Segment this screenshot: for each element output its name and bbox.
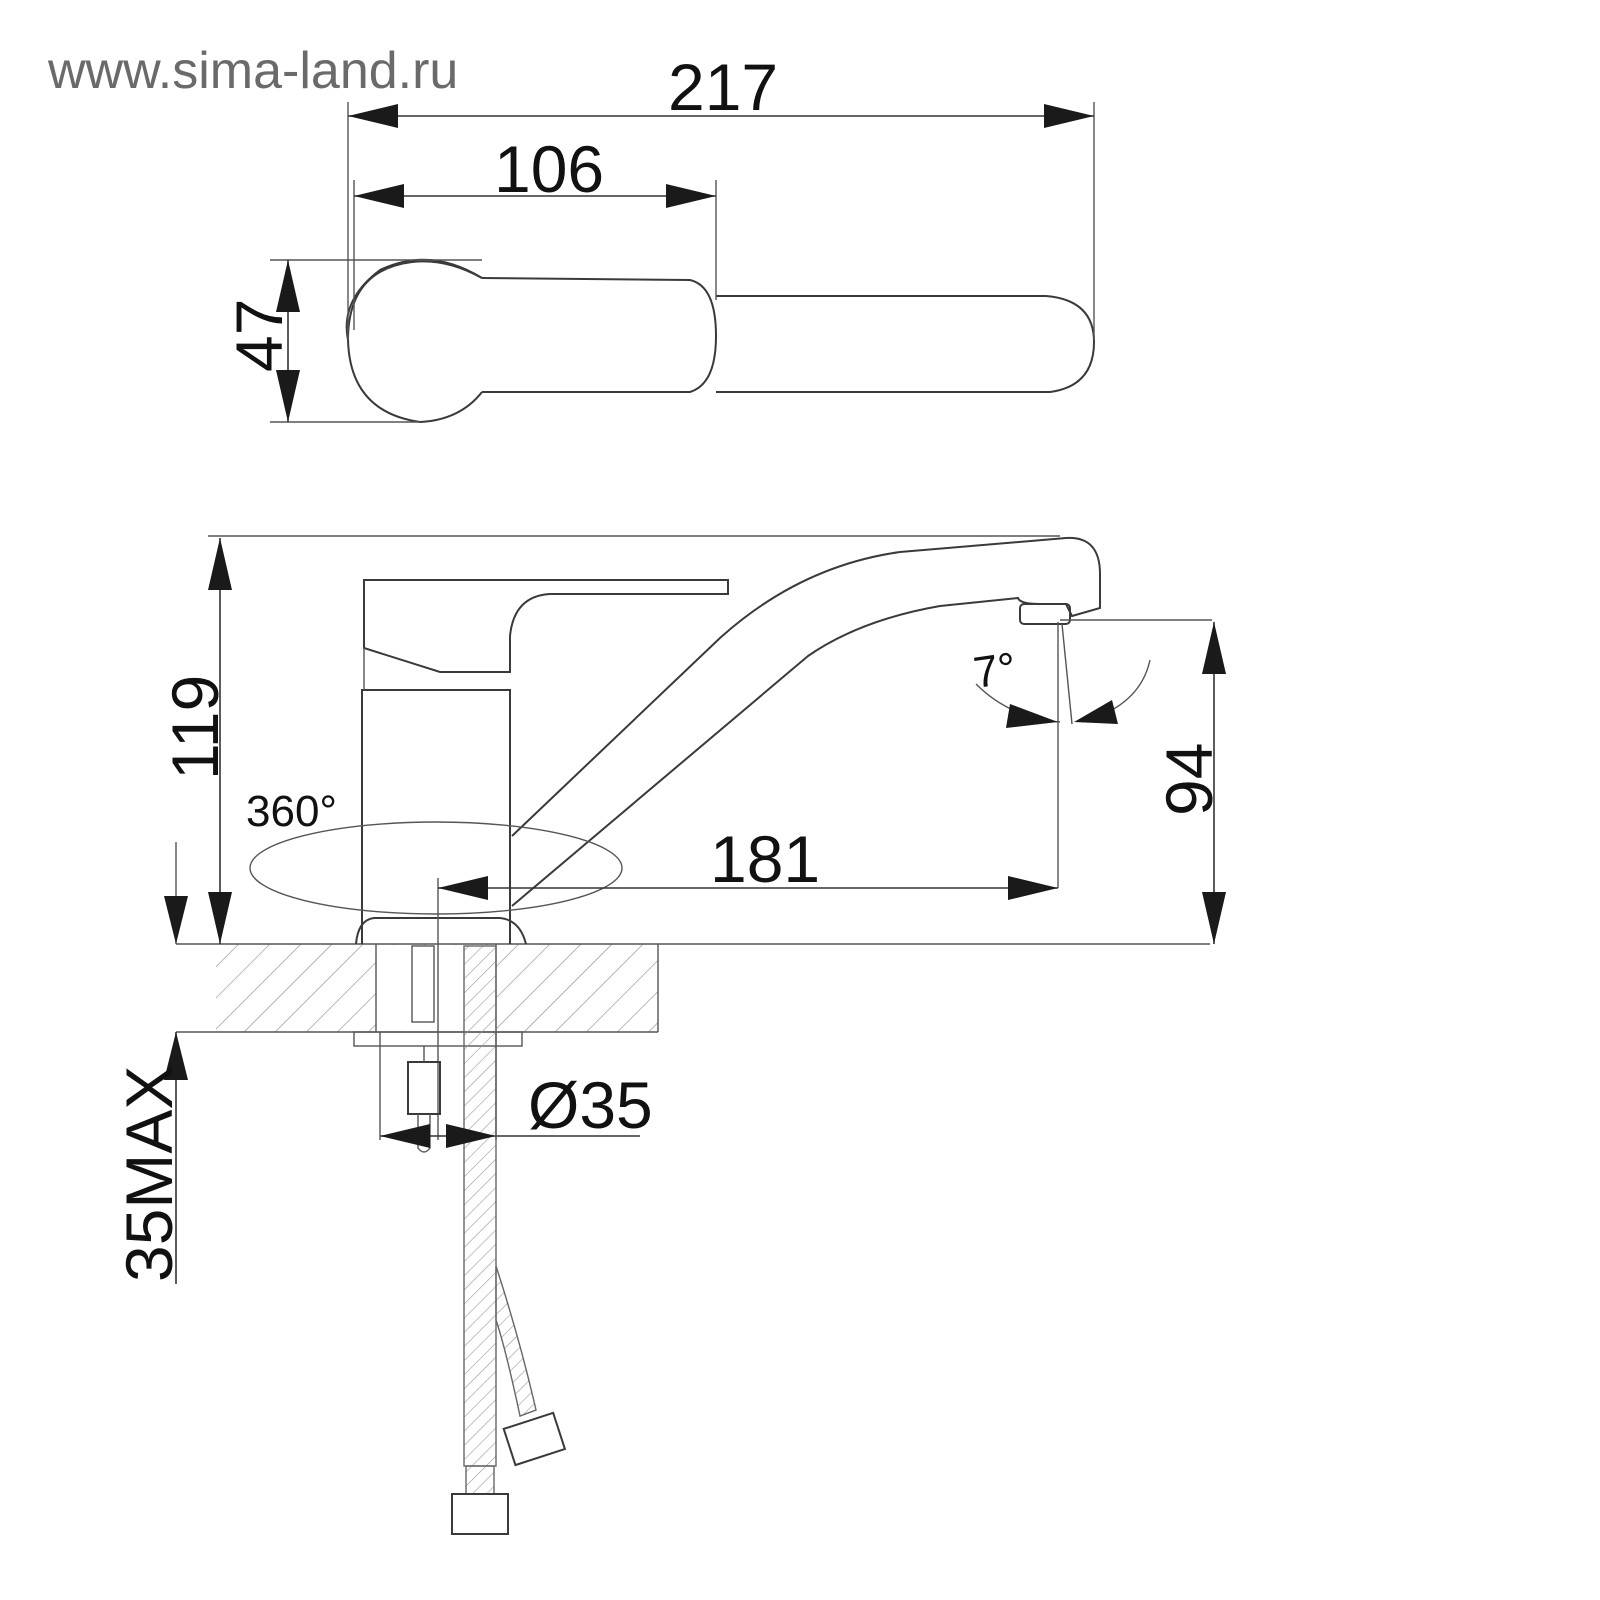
faucet-spout bbox=[511, 536, 1101, 907]
top-view-spout bbox=[716, 295, 1096, 393]
threaded-stud bbox=[411, 945, 435, 1023]
rotation-ellipse bbox=[249, 821, 623, 915]
hose-1-nut bbox=[451, 1493, 509, 1535]
supply-hose-1 bbox=[463, 945, 497, 1467]
stud-nut bbox=[407, 1061, 441, 1115]
dim-diameter: Ø35 bbox=[528, 1068, 653, 1142]
dim-spout-height: 94 bbox=[1152, 743, 1226, 816]
faucet-handle bbox=[363, 579, 729, 673]
top-view-handle-outline bbox=[346, 260, 483, 424]
dim-mount-max: 35MAX bbox=[112, 1066, 186, 1282]
tilt-angle-label: 7° bbox=[971, 644, 1019, 698]
top-view-handle-inner bbox=[345, 258, 483, 341]
dim-height: 119 bbox=[158, 675, 232, 780]
watermark-text: www.sima-land.ru bbox=[47, 42, 458, 100]
faucet-body bbox=[361, 689, 511, 944]
top-view-body bbox=[481, 277, 718, 393]
side-view: 360° 119 94 7° 181 bbox=[112, 535, 1226, 1535]
faucet-base bbox=[355, 917, 527, 945]
rotation-label: 360° bbox=[246, 787, 337, 836]
hose-2-nut bbox=[502, 1411, 567, 1467]
supply-hose-2 bbox=[495, 1265, 537, 1417]
top-view: 217 106 47 bbox=[222, 50, 1096, 424]
aerator bbox=[1019, 603, 1071, 625]
dim-total-length: 217 bbox=[668, 50, 778, 124]
dim-handle-width: 47 bbox=[222, 299, 296, 372]
dim-handle-length: 106 bbox=[494, 132, 604, 206]
dim-spout-reach: 181 bbox=[710, 822, 820, 896]
